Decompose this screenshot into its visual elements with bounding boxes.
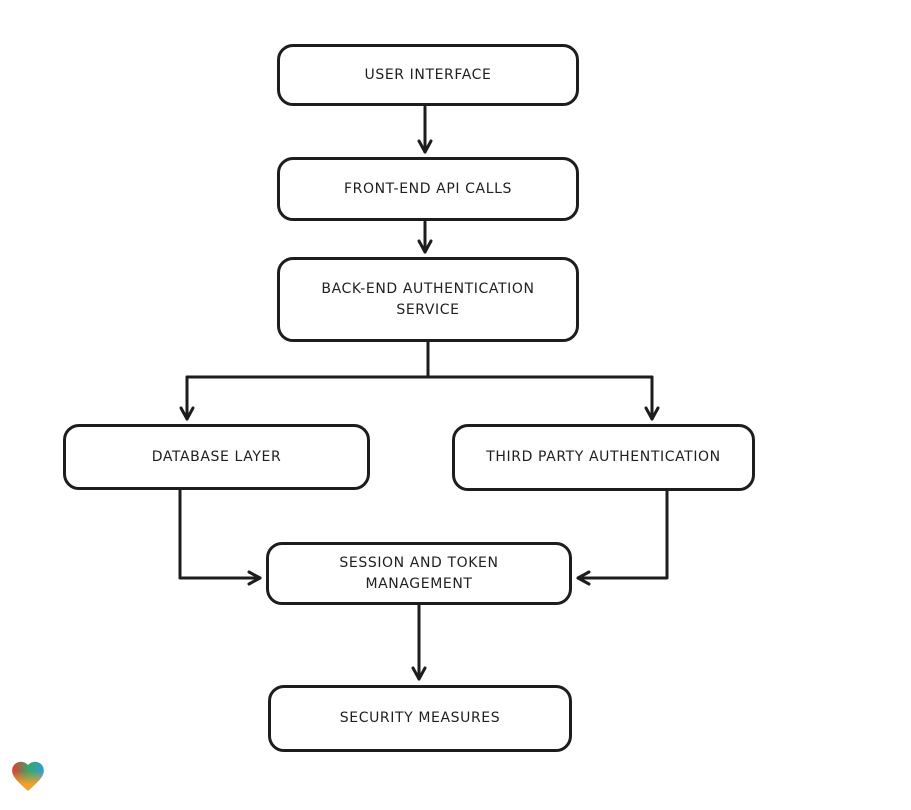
edge-database-to-session [178, 487, 262, 586]
heart-logo-icon [12, 761, 44, 791]
node-database-layer: DATABASE LAYER [63, 424, 370, 490]
node-label: DATABASE LAYER [151, 448, 282, 465]
node-security-measures: SECURITY MEASURES [268, 685, 572, 752]
node-label: FRONT-END API CALLS [344, 180, 512, 197]
node-session-and-token-management: SESSION AND TOKEN MANAGEMENT [266, 542, 572, 605]
node-user-interface: USER INTERFACE [277, 44, 579, 106]
node-front-end-api-calls: FRONT-END API CALLS [277, 157, 579, 221]
node-label: SESSION AND TOKEN MANAGEMENT [339, 555, 499, 592]
node-label: USER INTERFACE [364, 66, 492, 83]
node-third-party-authentication: THIRD PARTY AUTHENTICATION [452, 424, 755, 491]
node-label: BACK-END AUTHENTICATION SERVICE [321, 281, 535, 318]
node-label: SECURITY MEASURES [339, 710, 501, 727]
node-label: THIRD PARTY AUTHENTICATION [486, 449, 721, 466]
edge-thirdparty-to-session [576, 488, 669, 586]
node-back-end-authentication-service: BACK-END AUTHENTICATION SERVICE [277, 257, 579, 342]
